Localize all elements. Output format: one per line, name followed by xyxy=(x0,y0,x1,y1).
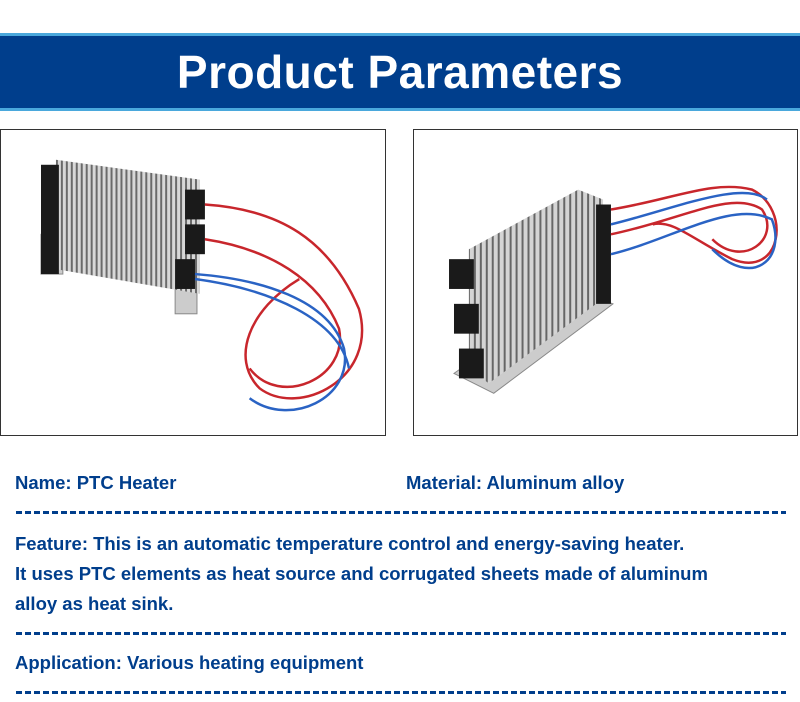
page-title: Product Parameters xyxy=(176,46,624,98)
dashed-divider xyxy=(16,632,786,635)
param-material: Material: Aluminum alloy xyxy=(406,472,625,493)
heater-photo-icon xyxy=(449,185,778,394)
param-name: Name: PTC Heater xyxy=(15,472,177,493)
feature-line: alloy as heat sink. xyxy=(15,593,174,614)
param-feature: Feature: This is an automatic temperatur… xyxy=(15,529,708,619)
dashed-divider xyxy=(16,511,786,514)
heater-photo-icon xyxy=(40,159,364,412)
header-banner: Product Parameters xyxy=(0,33,800,111)
feature-line: It uses PTC elements as heat source and … xyxy=(15,563,708,584)
product-image-angle xyxy=(413,129,798,436)
param-application: Application: Various heating equipment xyxy=(15,652,364,673)
product-image-front xyxy=(0,129,386,436)
dashed-divider xyxy=(16,691,786,694)
feature-line: Feature: This is an automatic temperatur… xyxy=(15,533,685,554)
